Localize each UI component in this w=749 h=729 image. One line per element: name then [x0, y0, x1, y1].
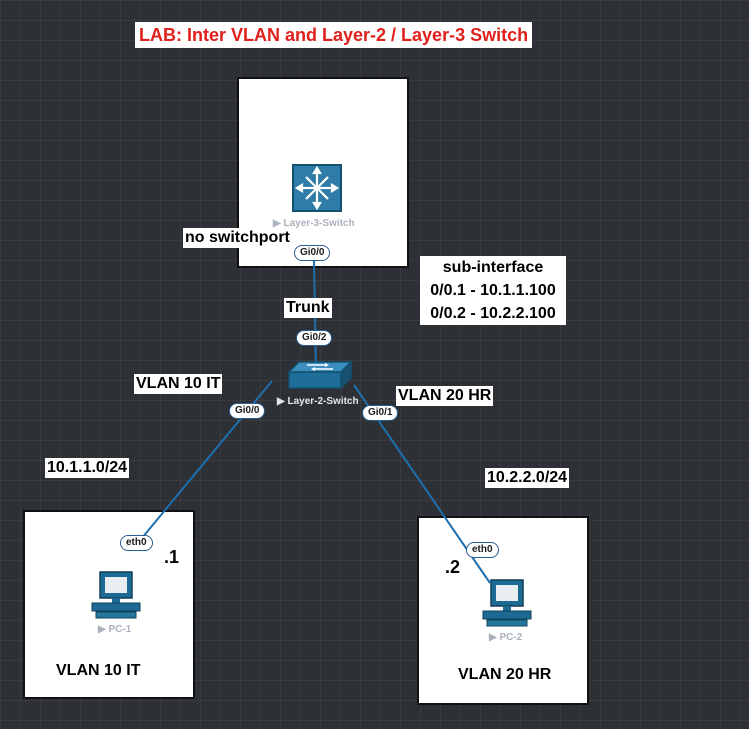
sub-interface-2: 0/0.2 - 10.2.2.100: [420, 302, 566, 325]
pc2[interactable]: [481, 578, 533, 628]
host2-address: .2: [445, 557, 461, 577]
layer2-switch-label: ▶ Layer-2-Switch: [277, 396, 359, 407]
layer2-switch[interactable]: [287, 358, 353, 390]
subnet2-label: 10.2.2.0/24: [485, 468, 570, 488]
port-l2-gi0-1[interactable]: Gi0/1: [362, 405, 399, 421]
subnet1-label: 10.1.1.0/24: [45, 458, 130, 478]
layer2-switch-icon: [287, 360, 353, 390]
host1-address: .1: [164, 547, 180, 567]
pc2-icon: [482, 579, 532, 627]
sub-interface-title: sub-interface: [420, 256, 566, 279]
vlan10-box-label: VLAN 10 IT: [56, 662, 141, 679]
port-l2-gi0-0[interactable]: Gi0/0: [229, 403, 266, 419]
layer3-switch-label: ▶ Layer-3-Switch: [273, 218, 355, 229]
layer3-switch[interactable]: [290, 162, 344, 214]
pc1-label: ▶ PC-1: [98, 624, 132, 635]
vlan20-box-label: VLAN 20 HR: [458, 666, 552, 683]
vlan10-link-label: VLAN 10 IT: [134, 374, 223, 394]
layer3-switch-icon: [292, 164, 342, 212]
sub-interface-note: sub-interface 0/0.1 - 10.1.1.100 0/0.2 -…: [420, 256, 566, 325]
vlan20-link-label: VLAN 20 HR: [396, 386, 494, 406]
trunk-label: Trunk: [284, 298, 332, 318]
sub-interface-1: 0/0.1 - 10.1.1.100: [420, 279, 566, 302]
port-pc1-eth0[interactable]: eth0: [120, 535, 153, 551]
port-l2-gi0-2[interactable]: Gi0/2: [296, 330, 333, 346]
port-l3-gi0-0[interactable]: Gi0/0: [294, 245, 331, 261]
page-title: LAB: Inter VLAN and Layer-2 / Layer-3 Sw…: [135, 22, 533, 48]
pc1[interactable]: [90, 570, 142, 620]
no-switchport-label: no switchport: [183, 228, 292, 248]
pc1-icon: [91, 571, 141, 619]
pc2-label: ▶ PC-2: [489, 632, 523, 643]
port-pc2-eth0[interactable]: eth0: [466, 542, 499, 558]
